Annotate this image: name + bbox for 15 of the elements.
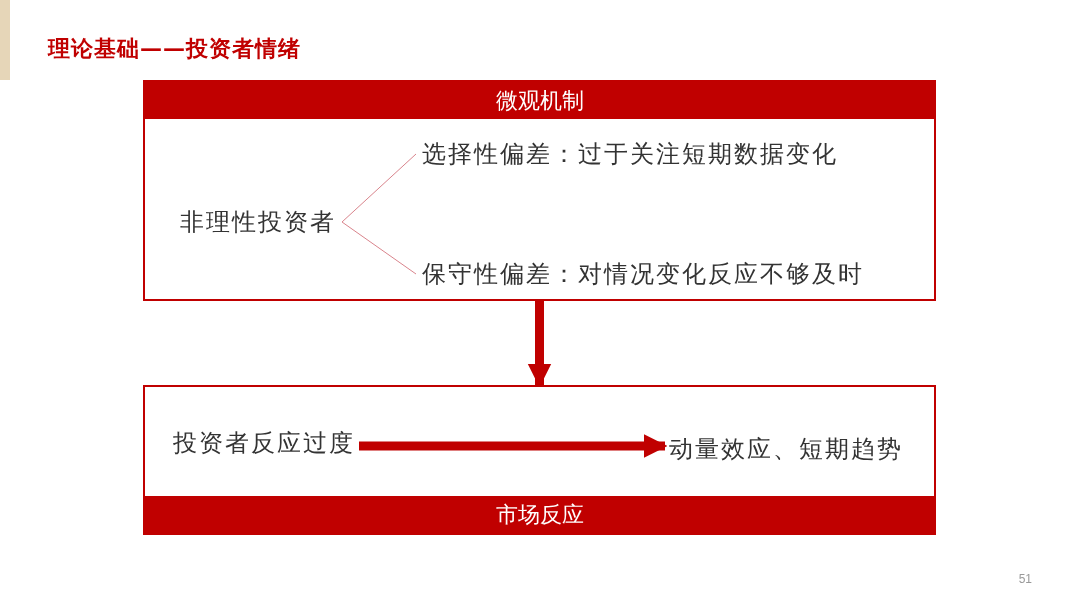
connector-line <box>341 153 417 223</box>
text-label: 投资者反应过度 <box>173 427 355 459</box>
text-label: 动量效应、短期趋势 <box>669 433 903 465</box>
page-number: 51 <box>1018 571 1032 588</box>
text-label: 保守性偏差：对情况变化反应不够及时 <box>422 258 864 290</box>
panel-header: 微观机制 <box>145 82 934 119</box>
arrow <box>527 301 552 388</box>
text-label: 选择性偏差：过于关注短期数据变化 <box>422 138 838 170</box>
text-label: 非理性投资者 <box>180 206 336 238</box>
connector-line <box>341 221 417 275</box>
arrow <box>359 434 668 458</box>
panel <box>143 385 936 535</box>
panel-header: 市场反应 <box>145 496 934 533</box>
panel <box>143 80 936 301</box>
slide-title: 理论基础——投资者情绪 <box>48 34 301 63</box>
